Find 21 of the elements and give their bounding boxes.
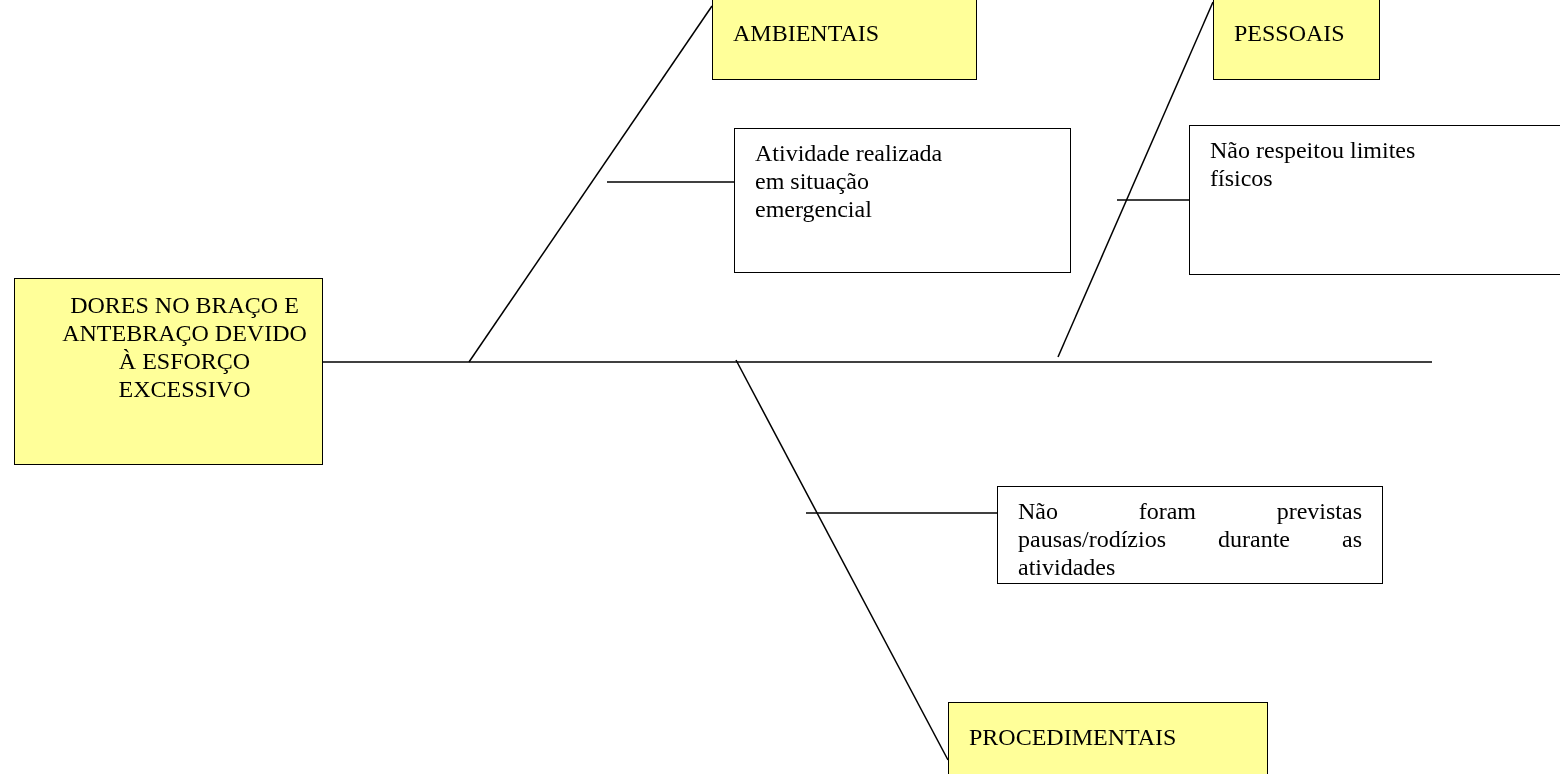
box-text: Não respeitou limites físicos [1210,136,1417,192]
effect-box [14,278,323,465]
connector-line [735,359,949,761]
cause-box [734,128,1071,273]
box-text: PESSOAIS [1234,19,1346,47]
connector-line [805,512,998,514]
box-text: Atividade realizada em situação emergencial [755,139,944,223]
category-box [948,702,1268,774]
box-text: AMBIENTAIS [733,19,881,47]
box-text: DORES NO BRAÇO E ANTEBRAÇO DEVIDO À ESFORÇO EXCESSIVO [61,291,308,403]
connector-line [606,181,735,183]
category-box [1213,0,1380,80]
connector-line [1116,199,1190,201]
cause-box [997,486,1383,584]
connector-line [1057,1,1214,358]
box-text: PROCEDIMENTAIS [969,723,1178,751]
category-box [712,0,977,80]
connector-line [468,5,713,363]
cause-box [1189,125,1560,275]
box-text: Não foram previstas pausas/rodízios durante as atividades [1018,497,1362,581]
connector-line [322,361,1433,363]
